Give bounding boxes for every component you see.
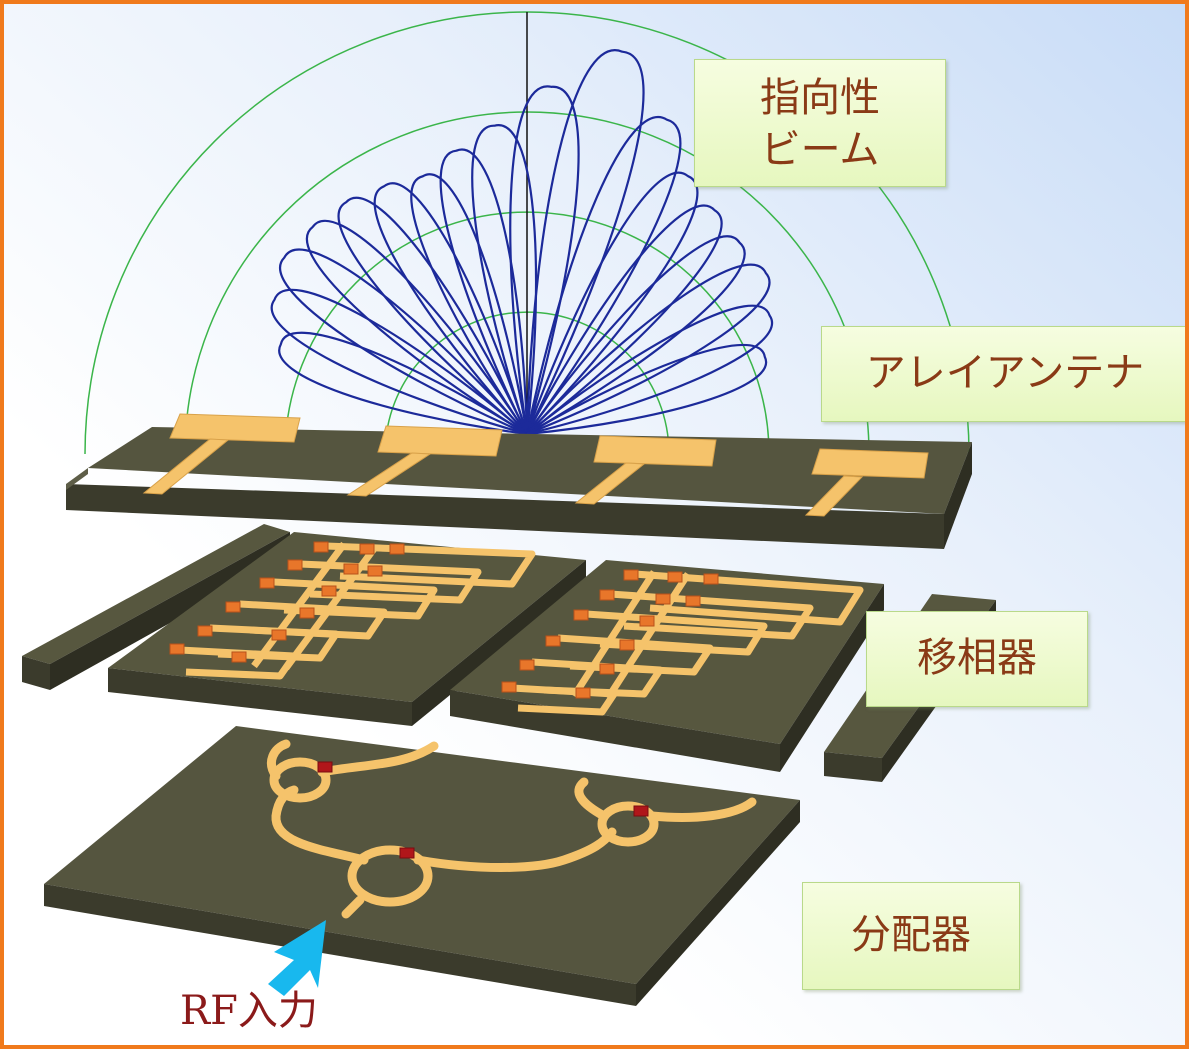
isolation-resistor (399, 847, 415, 859)
antenna-board-front (66, 484, 944, 549)
phase-traces-right (511, 570, 864, 716)
beam-lobe (526, 235, 746, 435)
beam-lobe (439, 148, 529, 435)
phase-switch (667, 571, 683, 583)
phase-shifter-layer (22, 524, 996, 782)
antenna-board-left-edge (66, 468, 88, 490)
beam-lobe (278, 331, 528, 436)
patch-antenna (346, 425, 503, 497)
beam-lobe (525, 116, 682, 435)
beam-label-line-1: 指向性 (760, 75, 880, 121)
beam-lobe (525, 171, 699, 435)
divider-board-top (44, 726, 800, 984)
divider-resistors (317, 761, 649, 859)
phase-switch (321, 585, 337, 597)
divider-board-front (44, 884, 636, 1006)
array-antenna-board (66, 413, 972, 549)
phase-switch (573, 609, 589, 621)
phase-switch (639, 615, 655, 627)
phase-switch (703, 573, 719, 585)
beam-lobes (270, 49, 773, 436)
beam-lobe (471, 124, 538, 435)
phase-components-left (169, 541, 405, 663)
phase-switch (299, 607, 315, 619)
rf-input-label: RF入力 (180, 988, 318, 1034)
phase-switch (575, 687, 591, 699)
rf-input-arrow (268, 920, 326, 996)
phase-switch (619, 639, 635, 651)
beam-lobe (526, 343, 768, 436)
phase-switch (225, 601, 241, 613)
phase-switch (359, 543, 375, 555)
phase-switch (197, 625, 213, 637)
beam-lobe (526, 263, 771, 436)
phase-switch (623, 569, 639, 581)
isolation-resistor (317, 761, 333, 773)
phase-switch (259, 577, 275, 589)
beam-lobe (279, 248, 528, 436)
phase-switch (389, 543, 405, 555)
power-divider-board (44, 726, 800, 1006)
array-antenna-label: アレイアンテナ (821, 326, 1185, 422)
phase-left-bar-front (22, 656, 50, 690)
phase-switch (501, 681, 517, 693)
antenna-board-top (88, 427, 972, 514)
beam-lobe (270, 288, 528, 436)
phase-board-left-front (108, 668, 412, 726)
beam-lobe (305, 219, 528, 435)
phase-switch (231, 651, 247, 663)
beam-lobe (410, 173, 529, 435)
phase-switch (519, 659, 535, 671)
power-divider-label: 分配器 (802, 882, 1020, 990)
beam-lobe (373, 182, 529, 435)
phase-switch (287, 559, 303, 571)
phase-switch (599, 589, 615, 601)
phase-switch (545, 635, 561, 647)
beam-label: 指向性 ビーム (694, 59, 946, 187)
phased-array-diagram (22, 11, 996, 1006)
phase-switch (271, 629, 287, 641)
phase-switch (367, 565, 383, 577)
patch-antennas (142, 413, 929, 517)
phase-board-right-side (780, 584, 884, 772)
patch-antenna (142, 413, 301, 495)
beam-lobe (526, 304, 773, 436)
phase-switch (685, 595, 701, 607)
phase-switch (599, 663, 615, 675)
phase-board-left-side (412, 560, 586, 726)
beam-lobe (526, 204, 723, 435)
patch-antenna (574, 435, 717, 505)
phase-left-bar-top (22, 524, 290, 664)
phase-components-right (501, 569, 719, 699)
isolation-resistor (633, 805, 649, 817)
divider-board-side (636, 800, 800, 1006)
beam-lobe (525, 49, 645, 435)
antenna-board-side (944, 442, 972, 549)
phase-shifter-label: 移相器 (866, 611, 1088, 707)
phase-right-bar-front (824, 752, 882, 782)
phase-left-bar-side (50, 532, 290, 690)
beam-lobe (337, 196, 528, 435)
patch-antenna (804, 448, 929, 517)
beam-label-line-2: ビーム (760, 127, 880, 173)
divider-traces (267, 739, 757, 919)
phase-switch (169, 643, 185, 655)
phase-switch (313, 541, 329, 553)
phase-switch (655, 593, 671, 605)
phase-switch (343, 563, 359, 575)
beam-lobe (509, 85, 580, 435)
